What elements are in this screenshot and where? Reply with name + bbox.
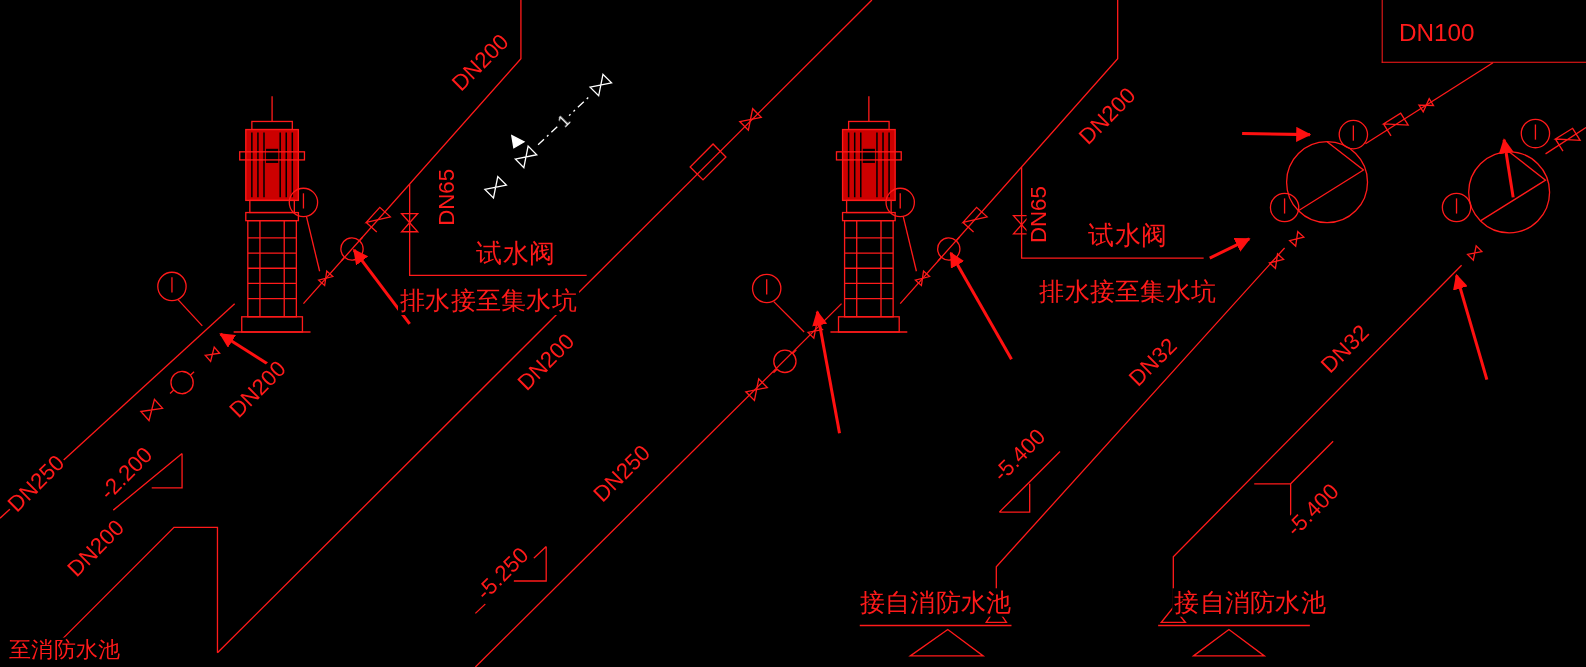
- pressure-gauge: [289, 188, 317, 216]
- test-valve: [402, 214, 418, 232]
- pipe-size: DN32: [1123, 332, 1183, 392]
- check-valve: [1555, 128, 1580, 151]
- note: 排水接至集水坑: [1037, 278, 1218, 306]
- note: 至消防水池: [7, 638, 122, 662]
- pipe-size: DN65: [435, 167, 459, 228]
- gate-valve: [915, 271, 929, 285]
- gate-valve: [590, 74, 611, 95]
- pressure-gauge: [886, 188, 914, 216]
- white-valves: [485, 74, 612, 198]
- callout-arrow: [817, 312, 839, 433]
- gauge-stem: [774, 302, 804, 332]
- pump-symbol: [234, 96, 311, 332]
- note: 接自消防水池: [1172, 588, 1328, 616]
- gauge-stem: [306, 217, 319, 272]
- pressure-gauge: [1442, 193, 1470, 221]
- pressure-gauge: [1521, 119, 1549, 147]
- pump-mark: [1481, 152, 1546, 221]
- flexible-joint: [930, 230, 968, 269]
- flexible-joint: [766, 342, 805, 381]
- filter: [690, 144, 726, 180]
- pipe-size: DN250: [2, 449, 71, 518]
- callout-arrow: [951, 253, 1012, 359]
- check-valve: [963, 207, 987, 232]
- suction-pipe: [475, 304, 841, 667]
- callout-arrow: [1457, 275, 1487, 379]
- note: 试水阀: [474, 239, 557, 268]
- pressure-gauge: [1339, 120, 1367, 148]
- pipe-size: DN200: [62, 514, 131, 583]
- flexible-joint: [163, 363, 202, 401]
- gate-valve: [205, 347, 219, 361]
- pipe-size: DN200: [223, 355, 292, 424]
- pipe-size: DN200: [1073, 82, 1142, 151]
- gauge-stem: [178, 300, 202, 326]
- pipe-size: DN100: [1399, 20, 1576, 47]
- pressure-gauge: [753, 274, 781, 302]
- gate-valve: [1269, 254, 1283, 268]
- suction-pipe: [1173, 265, 1461, 607]
- pressure-gauge: [158, 272, 186, 300]
- gate-valve: [740, 109, 761, 130]
- note: 试水阀: [1086, 220, 1169, 249]
- gate-valve: [485, 177, 506, 198]
- elevation: -5.250: [470, 541, 535, 606]
- pump-mark: [1299, 142, 1364, 211]
- callout-arrow: [1210, 239, 1249, 258]
- gate-valve: [1468, 246, 1482, 260]
- gate-valve: [1419, 99, 1434, 112]
- check-valve: [1384, 113, 1409, 136]
- valve-tag: 1: [553, 111, 575, 133]
- pipe-size: DN200: [446, 28, 515, 97]
- check-valve: [366, 207, 390, 232]
- elevation: -5.400: [987, 423, 1052, 488]
- note: 排水接至集水坑: [398, 287, 579, 315]
- gate-valve: [319, 271, 333, 285]
- center-line: [538, 97, 589, 145]
- pressure-gauge: [1270, 193, 1298, 221]
- size-box: DN100: [1382, 0, 1586, 63]
- pipe-size: DN32: [1315, 319, 1375, 379]
- flow-mark: [512, 136, 524, 148]
- gate-valve: [515, 146, 536, 167]
- elevation: -2.200: [94, 441, 159, 506]
- main-pipe: [217, 0, 871, 653]
- discharge-pipe: [1546, 128, 1586, 154]
- discharge-pipe: [1365, 63, 1492, 144]
- suction-pipe: [0, 304, 235, 519]
- note: 接自消防水池: [858, 588, 1014, 616]
- gate-valve: [141, 399, 163, 420]
- pump-symbol: [830, 96, 907, 332]
- pipe-size: DN200: [512, 328, 581, 397]
- gate-valve: [1290, 232, 1304, 246]
- callout-arrow: [1504, 140, 1513, 198]
- test-branch: [1022, 167, 1204, 258]
- pipe-size: DN65: [1027, 184, 1051, 245]
- gauge-stem: [903, 217, 916, 272]
- gate-valve: [746, 379, 767, 400]
- callout-arrows: [221, 134, 1514, 434]
- callout-arrow: [1242, 134, 1310, 135]
